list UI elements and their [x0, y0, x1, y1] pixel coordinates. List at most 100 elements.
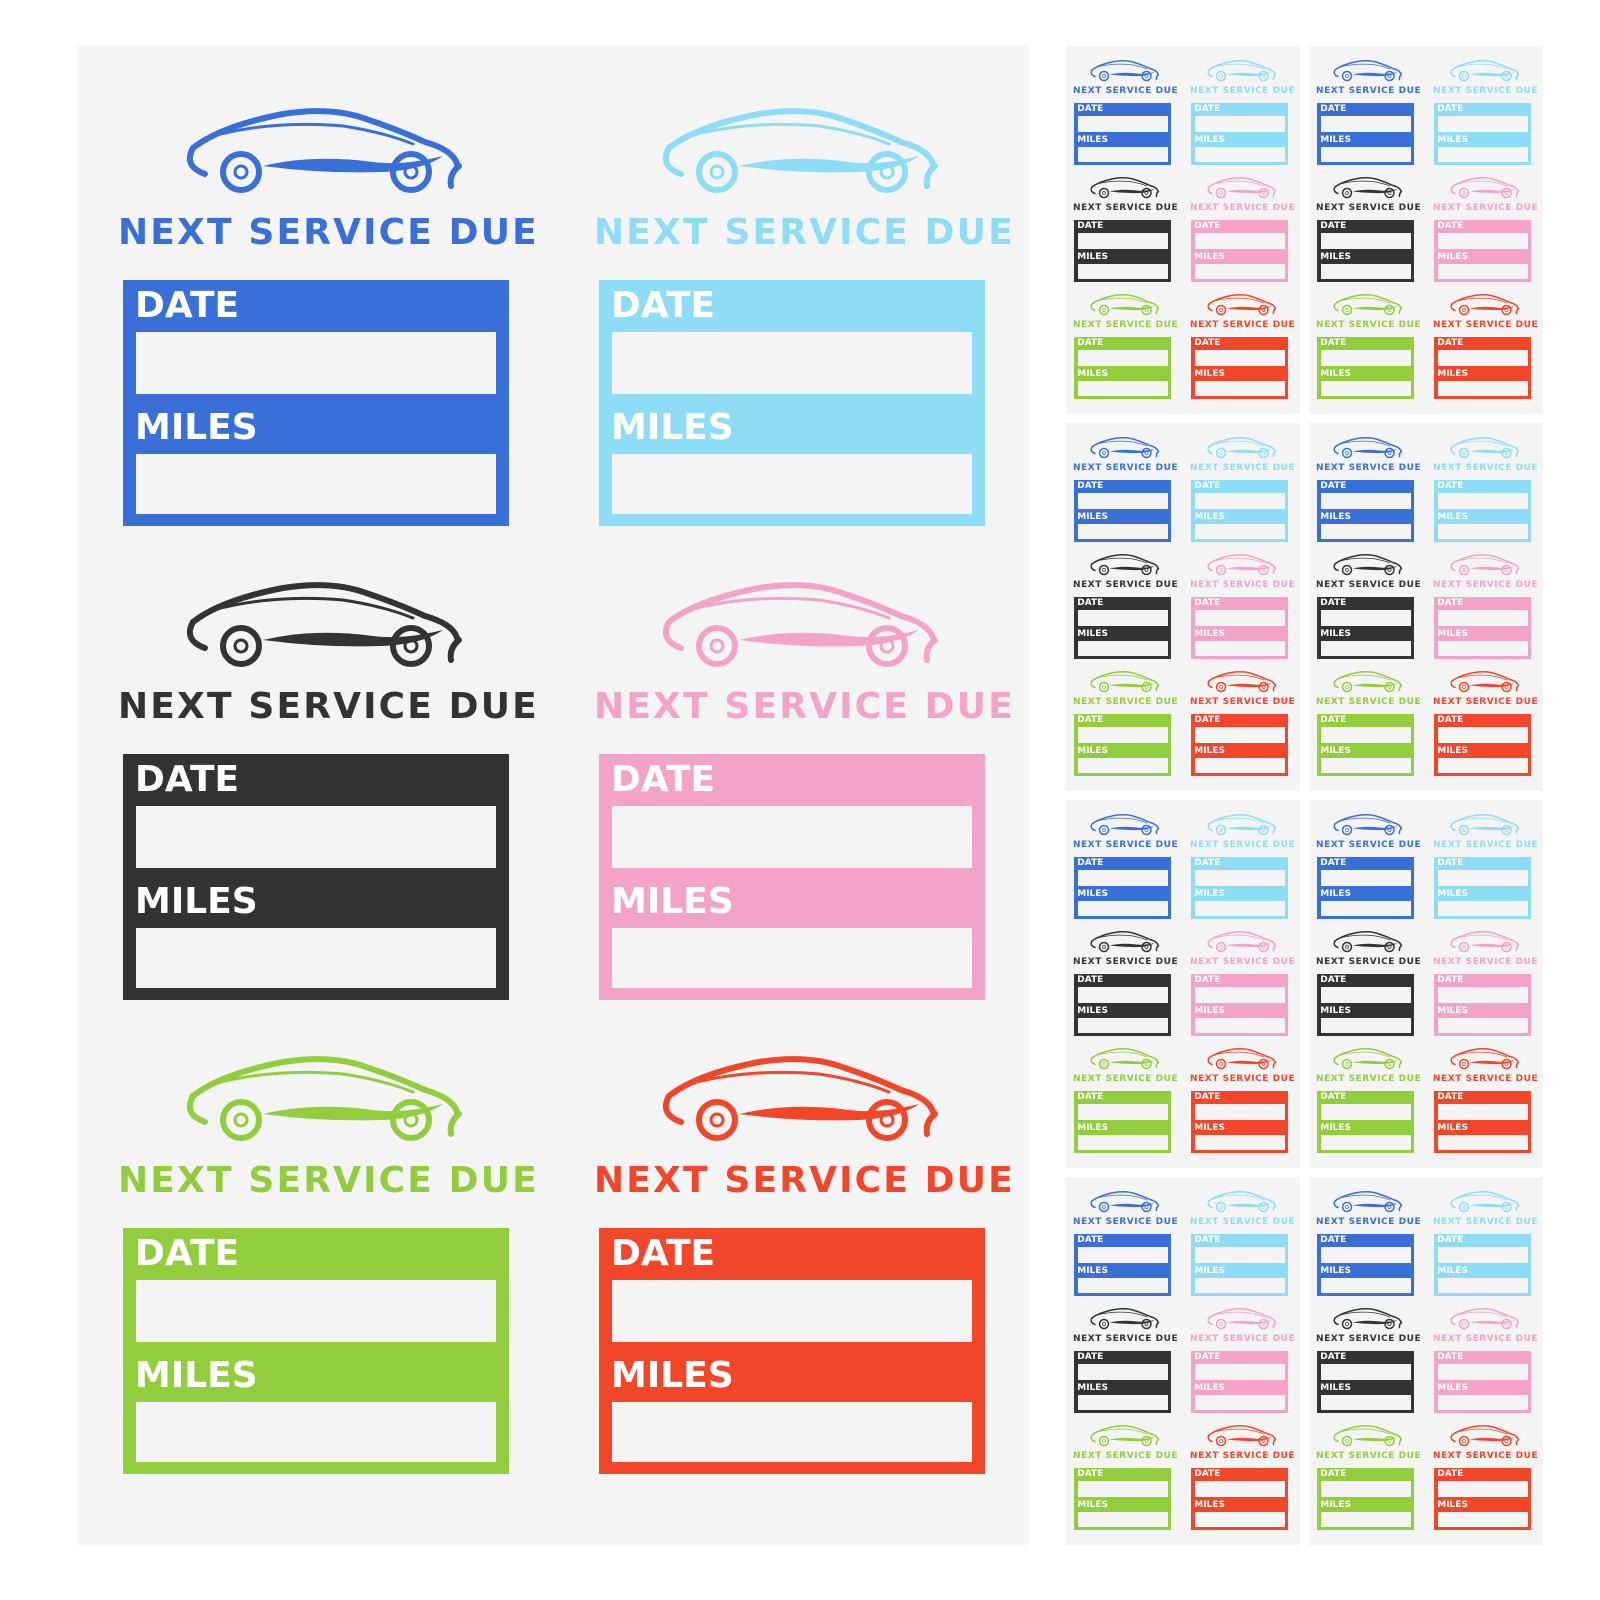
miles-field[interactable]	[1320, 1017, 1411, 1033]
date-field[interactable]	[1077, 350, 1168, 366]
date-field[interactable]	[1077, 1104, 1168, 1120]
miles-field[interactable]	[1077, 1511, 1168, 1527]
date-field[interactable]	[1437, 1364, 1528, 1380]
miles-field[interactable]	[612, 1402, 972, 1462]
miles-field[interactable]	[1194, 1277, 1285, 1293]
miles-field[interactable]	[1194, 640, 1285, 656]
date-field[interactable]	[1194, 870, 1285, 886]
date-field[interactable]	[1077, 233, 1168, 249]
miles-field[interactable]	[1077, 1394, 1168, 1410]
date-field[interactable]	[1194, 610, 1285, 626]
date-field[interactable]	[1320, 116, 1411, 132]
miles-field[interactable]	[1437, 263, 1528, 279]
miles-field[interactable]	[1437, 1277, 1528, 1293]
date-field[interactable]	[612, 806, 972, 868]
miles-field[interactable]	[1437, 523, 1528, 539]
miles-field[interactable]	[612, 454, 972, 514]
miles-field[interactable]	[1320, 1511, 1411, 1527]
date-field[interactable]	[1437, 727, 1528, 743]
date-field[interactable]	[612, 332, 972, 394]
miles-field[interactable]	[1194, 380, 1285, 396]
date-field[interactable]	[1320, 987, 1411, 1003]
date-field[interactable]	[1194, 727, 1285, 743]
date-field[interactable]	[1077, 116, 1168, 132]
date-field[interactable]	[1320, 350, 1411, 366]
miles-field[interactable]	[136, 1402, 496, 1462]
date-field[interactable]	[1437, 987, 1528, 1003]
date-field[interactable]	[1077, 1247, 1168, 1263]
date-field[interactable]	[136, 1280, 496, 1342]
date-field[interactable]	[1320, 1481, 1411, 1497]
miles-field[interactable]	[1437, 900, 1528, 916]
date-field[interactable]	[1077, 987, 1168, 1003]
miles-field[interactable]	[1194, 1134, 1285, 1150]
date-field[interactable]	[1194, 987, 1285, 1003]
miles-field[interactable]	[1320, 1134, 1411, 1150]
date-field[interactable]	[1437, 493, 1528, 509]
date-field[interactable]	[1194, 493, 1285, 509]
miles-field[interactable]	[1077, 757, 1168, 773]
date-field[interactable]	[1437, 1104, 1528, 1120]
miles-field[interactable]	[1320, 757, 1411, 773]
miles-field[interactable]	[1194, 1511, 1285, 1527]
miles-field[interactable]	[1437, 146, 1528, 162]
miles-field[interactable]	[1320, 523, 1411, 539]
miles-field[interactable]	[1320, 1277, 1411, 1293]
miles-field[interactable]	[1077, 523, 1168, 539]
miles-field[interactable]	[1320, 263, 1411, 279]
miles-field[interactable]	[136, 454, 496, 514]
date-field[interactable]	[1194, 1247, 1285, 1263]
miles-field[interactable]	[1077, 1017, 1168, 1033]
miles-field[interactable]	[1320, 380, 1411, 396]
miles-field[interactable]	[1077, 1277, 1168, 1293]
date-field[interactable]	[1077, 610, 1168, 626]
miles-field[interactable]	[1077, 900, 1168, 916]
miles-field[interactable]	[1320, 900, 1411, 916]
date-field[interactable]	[1320, 1247, 1411, 1263]
date-field[interactable]	[1320, 1364, 1411, 1380]
date-field[interactable]	[1320, 727, 1411, 743]
miles-field[interactable]	[1077, 1134, 1168, 1150]
date-field[interactable]	[1437, 233, 1528, 249]
miles-field[interactable]	[136, 928, 496, 988]
date-field[interactable]	[1320, 870, 1411, 886]
miles-field[interactable]	[1194, 523, 1285, 539]
date-field[interactable]	[1437, 1247, 1528, 1263]
miles-field[interactable]	[1194, 900, 1285, 916]
date-field[interactable]	[1077, 1364, 1168, 1380]
date-field[interactable]	[1320, 233, 1411, 249]
date-field[interactable]	[1077, 870, 1168, 886]
miles-field[interactable]	[1320, 640, 1411, 656]
miles-field[interactable]	[1437, 1134, 1528, 1150]
miles-field[interactable]	[1194, 757, 1285, 773]
miles-field[interactable]	[1437, 757, 1528, 773]
miles-field[interactable]	[1437, 640, 1528, 656]
date-field[interactable]	[1194, 116, 1285, 132]
date-field[interactable]	[1194, 1104, 1285, 1120]
date-field[interactable]	[1077, 1481, 1168, 1497]
miles-field[interactable]	[1437, 1394, 1528, 1410]
date-field[interactable]	[1437, 610, 1528, 626]
date-field[interactable]	[1437, 1481, 1528, 1497]
date-field[interactable]	[1437, 116, 1528, 132]
date-field[interactable]	[1194, 1364, 1285, 1380]
date-field[interactable]	[1320, 610, 1411, 626]
date-field[interactable]	[1194, 350, 1285, 366]
miles-field[interactable]	[1437, 1511, 1528, 1527]
miles-field[interactable]	[1077, 640, 1168, 656]
miles-field[interactable]	[1194, 1017, 1285, 1033]
miles-field[interactable]	[1320, 1394, 1411, 1410]
miles-field[interactable]	[1437, 380, 1528, 396]
date-field[interactable]	[1077, 727, 1168, 743]
date-field[interactable]	[1194, 233, 1285, 249]
miles-field[interactable]	[1194, 146, 1285, 162]
miles-field[interactable]	[1437, 1017, 1528, 1033]
date-field[interactable]	[136, 332, 496, 394]
miles-field[interactable]	[1077, 380, 1168, 396]
miles-field[interactable]	[1077, 263, 1168, 279]
miles-field[interactable]	[1194, 263, 1285, 279]
miles-field[interactable]	[1320, 146, 1411, 162]
date-field[interactable]	[1077, 493, 1168, 509]
miles-field[interactable]	[1194, 1394, 1285, 1410]
date-field[interactable]	[1437, 350, 1528, 366]
